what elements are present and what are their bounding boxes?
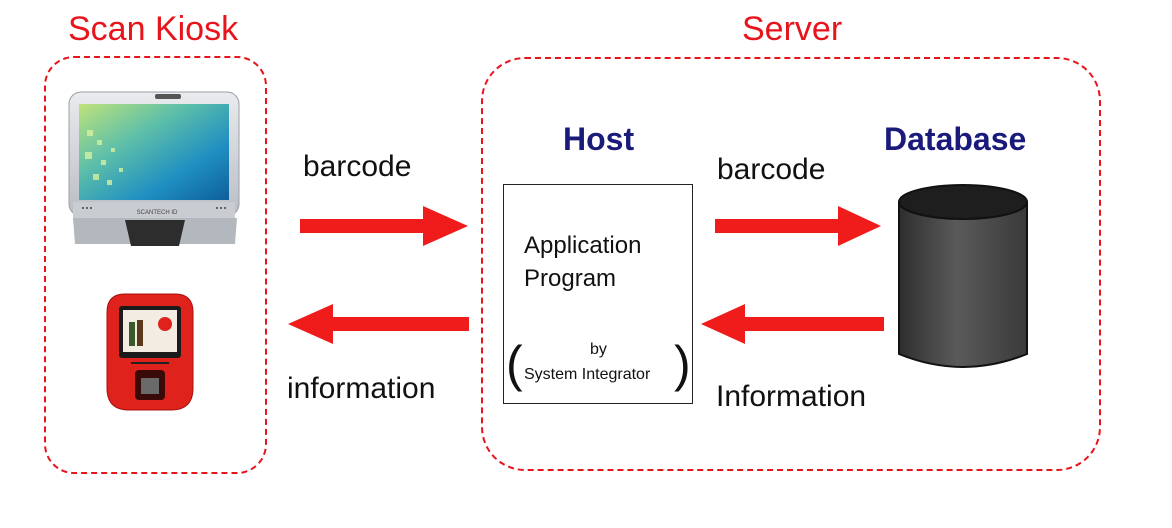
arrow-right-host-to-db <box>712 202 884 250</box>
open-paren: ( <box>506 336 523 392</box>
scan-kiosk-group <box>44 56 267 474</box>
application-line: Application <box>524 232 642 259</box>
database-title: Database <box>884 121 1027 157</box>
information-label-kiosk: information <box>287 372 436 405</box>
arrow-left-host-to-kiosk <box>285 300 473 348</box>
arrow-left-db-to-host <box>699 300 887 348</box>
kiosk-red-scanner-icon <box>101 292 199 414</box>
barcode-label-kiosk: barcode <box>303 150 412 183</box>
by-label: by <box>590 341 607 358</box>
host-application-box: Application Program ( by System Integrat… <box>503 184 693 404</box>
close-paren: ) <box>674 336 691 392</box>
scan-kiosk-title: Scan Kiosk <box>68 10 239 48</box>
kiosk-monitor-icon: SCANTECH ID <box>67 90 243 248</box>
svg-text:SCANTECH ID: SCANTECH ID <box>137 210 178 216</box>
server-title: Server <box>742 10 843 48</box>
program-line: Program <box>524 265 617 292</box>
database-cylinder-icon <box>895 182 1031 376</box>
host-title: Host <box>563 121 635 157</box>
arrow-right-kiosk-to-host <box>296 202 471 250</box>
server-group <box>481 57 1101 471</box>
information-label-db: Information <box>716 380 867 413</box>
system-integrator-label: System Integrator <box>524 366 651 383</box>
barcode-label-db: barcode <box>717 153 826 186</box>
application-program-label: Application Program <box>524 229 641 295</box>
